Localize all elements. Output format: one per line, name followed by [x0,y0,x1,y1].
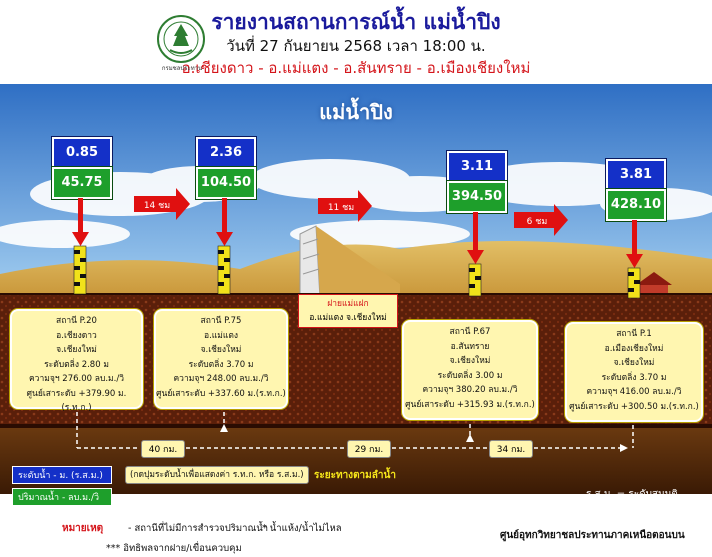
rid-logo-icon [157,15,205,63]
station-1-water-level[interactable]: 0.85 [52,137,112,169]
station-3-bank-level: ระดับตลิ่ง 3.00 ม [437,370,503,381]
footer-note-3: *** อิทธิพลจากฝาย/เขื่อนควบคุม [106,543,242,554]
travel-time-3: 6 ชม [526,217,548,227]
page-title: รายงานสถานการณ์น้ำ แม่น้ำปิง [211,10,501,34]
organization-name: ศูนย์อุทกวิทยาชลประทานภาคเหนือตอนบน [500,530,685,541]
station-4-bank-level: ระดับตลิ่ง 3.70 ม [601,372,667,383]
footer-note-label: หมายเหตุ [62,523,104,534]
dam-location: อ.แม่แตง จ.เชียงใหม่ [309,313,387,323]
station-4-province: จ.เชียงใหม่ [613,358,655,368]
station-1-capacity: ความจุฯ 276.00 ลบ.ม./วิ [29,374,124,384]
dam-label: ฝายแม่แฝก อ.แม่แตง จ.เชียงใหม่ [298,294,398,328]
station-2-district: อ.แม่แตง [203,330,239,341]
station-2-info: สถานี P.75 อ.แม่แตง จ.เชียงใหม่ ระดับตลิ… [154,309,288,409]
station-4-code: สถานี P.1 [616,329,652,339]
legend-discharge: ปริมาณน้ำ - ลบ.ม./วิ [12,488,112,506]
station-2-capacity: ความจุฯ 248.00 ลบ.ม./วิ [173,374,269,384]
station-3-capacity: ความจุฯ 380.20 ลบ.ม./วิ [422,385,518,395]
station-1-gauge-zero: ศูนย์เสาระดับ +379.90 ม.(ร.ท.ก.) [26,388,127,414]
station-1-province: จ.เชียงใหม่ [56,345,97,355]
staff-gauge-icon [73,245,641,299]
station-2-province: จ.เชียงใหม่ [200,345,242,355]
district-list: อ.เชียงดาว - อ.แม่แตง - อ.สันทราย - อ.เม… [181,59,531,77]
distance-1: 40 กม. [141,440,185,458]
station-3-code: สถานี P.67 [449,327,491,337]
station-2-water-level[interactable]: 2.36 [196,137,256,169]
flow-direction-label: ระยะทางตามลำน้ำ [314,470,396,481]
station-2-bank-level: ระดับตลิ่ง 3.70 ม [188,359,254,370]
station-4-discharge: 428.10 [606,189,666,221]
travel-time-2: 11 ชม [327,203,355,213]
station-4-capacity: ความจุฯ 416.00 ลบ.ม./วิ [586,387,682,397]
distance-2: 29 กม. [347,440,391,458]
station-4-district: อ.เมืองเชียงใหม่ [604,343,664,354]
gauge-toggle-note: (กดปุมระดับน้ำเพื่อแสดงค่า ร.ท.ก. หรือ ร… [125,466,309,484]
dam-name: ฝายแม่แฝก [327,299,369,309]
station-2-code: สถานี P.75 [200,316,242,326]
station-3-discharge: 394.50 [447,181,507,213]
logo-caption: กรมชลประทาน [161,65,203,72]
footer-note-2: * น้ำแห้ง/น้ำไม่ไหล [262,523,342,534]
station-3-district: อ.สันทราย [450,341,490,352]
station-1-district: อ.เชียงดาว [56,330,97,341]
right-arrow-icon [134,188,568,236]
legend-water-level: ระดับน้ำ - ม. (ร.ส.ม.) [12,466,112,484]
station-1-bank-level: ระดับตลิ่ง 2.80 ม [44,359,109,370]
report-datetime: วันที่ 27 กันยายน 2568 เวลา 18:00 น. [226,37,486,55]
station-3-gauge-zero: ศูนย์เสาระดับ +315.93 ม.(ร.ท.ก.) [405,399,535,410]
footer-note-1: - สถานีที่ไม่มีการสำรวจปริมาณน้ำ [128,523,269,534]
station-1-code: สถานี P.20 [56,316,97,326]
down-arrow-icon [72,198,643,268]
rsm-definition: ร.ส.ม. = ระดับสมมุติ [586,489,678,500]
river-name: แม่น้ำปิง [319,100,393,124]
station-4-info: สถานี P.1 อ.เมืองเชียงใหม่ จ.เชียงใหม่ ร… [565,322,703,422]
station-3-province: จ.เชียงใหม่ [449,356,491,366]
footer [0,510,712,557]
station-4-gauge-zero: ศูนย์เสาระดับ +300.50 ม.(ร.ท.ก.) [569,401,699,412]
station-2-gauge-zero: ศูนย์เสาระดับ +337.60 ม.(ร.ท.ก.) [156,388,286,399]
station-3-info: สถานี P.67 อ.สันทราย จ.เชียงใหม่ ระดับตล… [402,320,538,420]
distance-3: 34 กม. [489,440,533,458]
station-1-info: สถานี P.20 อ.เชียงดาว จ.เชียงใหม่ ระดับต… [10,309,143,413]
travel-time-1: 14 ชม [143,201,171,211]
